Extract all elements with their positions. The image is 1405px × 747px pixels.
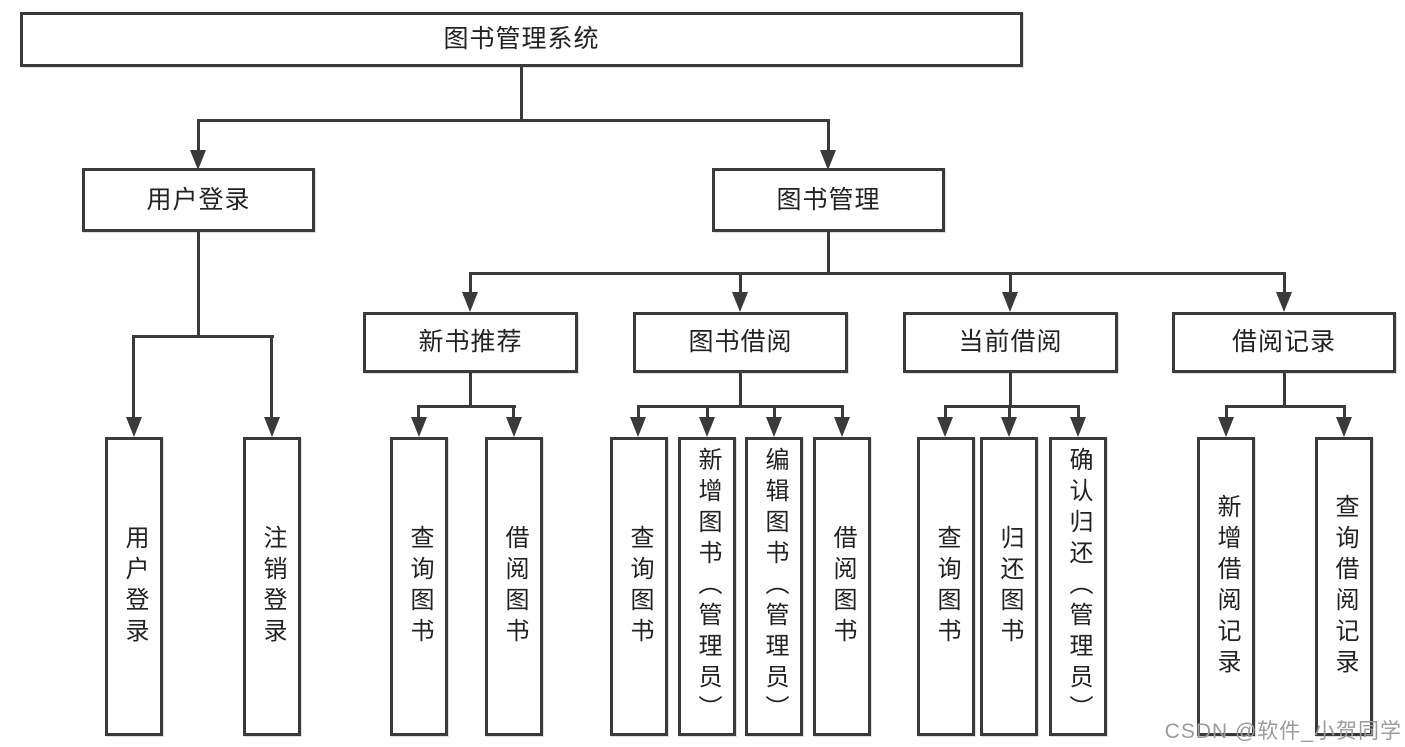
leaf-add-book-admin: 新增图书（管理员） — [678, 437, 736, 736]
arrowhead-down-icon — [126, 417, 142, 437]
arrowhead-down-icon — [699, 417, 715, 437]
connector-line — [706, 405, 709, 419]
leaf-borrow-books: 借阅图书 — [813, 437, 871, 736]
node-label: 图书借阅 — [688, 328, 793, 356]
leaf-label: 注销登录 — [259, 524, 286, 649]
watermark: CSDN @软件_小贺同学 — [1164, 720, 1402, 743]
connector-line — [197, 119, 200, 151]
leaf-label: 借阅图书 — [501, 524, 528, 649]
arrowhead-down-icon — [937, 417, 953, 437]
arrowhead-down-icon — [766, 417, 782, 437]
arrowhead-down-icon — [834, 417, 850, 437]
connector-line — [1077, 405, 1080, 419]
connector-line — [1008, 405, 1011, 419]
connector-line — [197, 232, 200, 336]
leaf-label: 查询图书 — [406, 524, 433, 649]
leaf-label: 用户登录 — [121, 524, 148, 649]
node-user-login: 用户登录 — [82, 168, 315, 232]
leaf-label: 确认归还（管理员） — [1065, 447, 1092, 726]
leaf-label: 查询图书 — [626, 524, 653, 649]
arrowhead-down-icon — [190, 150, 206, 170]
connector-line — [773, 405, 776, 419]
connector-line — [827, 232, 830, 273]
node-borrowing-records: 借阅记录 — [1172, 312, 1396, 373]
connector-line — [520, 67, 523, 120]
connector-line — [469, 272, 472, 293]
leaf-query-borrowing-record: 查询借阅记录 — [1315, 437, 1373, 736]
leaf-label: 编辑图书（管理员） — [761, 447, 788, 726]
node-book-borrowing: 图书借阅 — [633, 312, 848, 373]
node-label: 新书推荐 — [418, 328, 523, 356]
connector-line — [1343, 405, 1346, 419]
connector-line — [417, 405, 516, 408]
leaf-query-books-current: 查询图书 — [917, 437, 975, 736]
node-label: 借阅记录 — [1231, 328, 1336, 356]
connector-line — [739, 272, 742, 293]
connector-line — [1283, 372, 1286, 406]
connector-line — [944, 405, 947, 419]
leaf-add-borrowing-record: 新增借阅记录 — [1197, 437, 1255, 736]
connector-line — [197, 119, 830, 122]
arrowhead-down-icon — [732, 292, 748, 312]
node-label: 图书管理 — [776, 185, 881, 214]
arrowhead-down-icon — [1001, 417, 1017, 437]
connector-line — [469, 272, 1286, 275]
leaf-label: 新增借阅记录 — [1213, 493, 1240, 680]
arrowhead-down-icon — [506, 417, 522, 437]
connector-line — [739, 372, 742, 406]
connector-line — [132, 335, 135, 418]
node-book-management: 图书管理 — [712, 168, 945, 232]
leaf-label: 借阅图书 — [829, 524, 856, 649]
leaf-label: 查询图书 — [933, 524, 960, 649]
arrowhead-down-icon — [630, 417, 646, 437]
leaf-label: 归还图书 — [996, 524, 1023, 649]
connector-line — [841, 405, 844, 419]
connector-line — [133, 335, 274, 338]
connector-line — [1283, 272, 1286, 293]
leaf-edit-book-admin: 编辑图书（管理员） — [745, 437, 803, 736]
leaf-logout: 注销登录 — [243, 437, 301, 736]
arrowhead-down-icon — [1336, 417, 1352, 437]
arrowhead-down-icon — [264, 417, 280, 437]
connector-line — [1225, 405, 1228, 419]
leaf-query-books-recommendation: 查询图书 — [390, 437, 448, 736]
node-label: 当前借阅 — [958, 328, 1063, 356]
arrowhead-down-icon — [1218, 417, 1234, 437]
connector-line — [270, 335, 273, 418]
arrowhead-down-icon — [820, 150, 836, 170]
leaf-label: 新增图书（管理员） — [694, 447, 721, 726]
leaf-confirm-return-admin: 确认归还（管理员） — [1049, 437, 1107, 736]
leaf-return-book: 归还图书 — [980, 437, 1038, 736]
node-label: 用户登录 — [146, 185, 251, 214]
node-new-book-recommendation: 新书推荐 — [363, 312, 578, 373]
arrowhead-down-icon — [1070, 417, 1086, 437]
connector-line — [469, 372, 472, 406]
leaf-query-books-borrowing: 查询图书 — [610, 437, 668, 736]
leaf-borrow-books-recommendation: 借阅图书 — [485, 437, 543, 736]
node-library-management-system: 图书管理系统 — [20, 12, 1023, 67]
connector-line — [637, 405, 844, 408]
arrowhead-down-icon — [411, 417, 427, 437]
leaf-user-login: 用户登录 — [105, 437, 163, 736]
node-label: 图书管理系统 — [443, 25, 600, 53]
leaf-label: 查询借阅记录 — [1331, 493, 1358, 680]
connector-line — [637, 405, 640, 419]
arrowhead-down-icon — [462, 292, 478, 312]
node-current-borrowing: 当前借阅 — [903, 312, 1118, 373]
connector-line — [827, 119, 830, 151]
connector-line — [1009, 272, 1012, 293]
connector-line — [1225, 405, 1346, 408]
connector-line — [1009, 372, 1012, 406]
connector-line — [417, 405, 420, 419]
arrowhead-down-icon — [1276, 292, 1292, 312]
arrowhead-down-icon — [1002, 292, 1018, 312]
connector-line — [944, 405, 1080, 408]
connector-line — [512, 405, 515, 419]
